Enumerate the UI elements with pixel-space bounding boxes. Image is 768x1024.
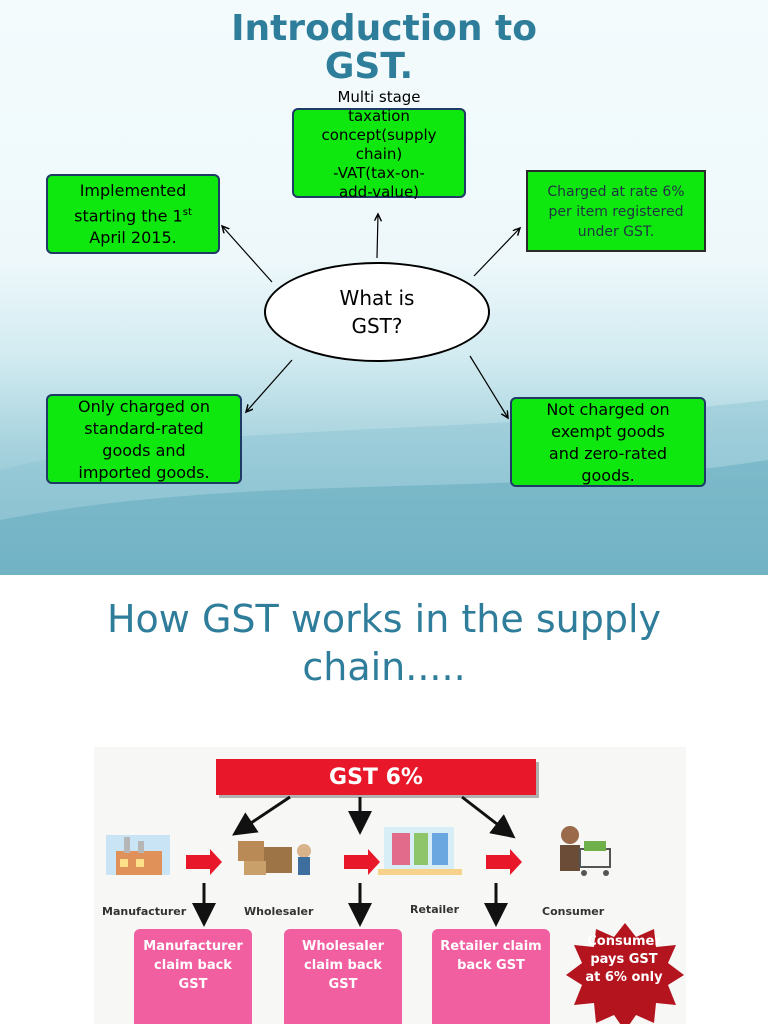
box-multistage <box>292 108 466 198</box>
arrow-to-left <box>222 226 273 283</box>
gst-arrow-right <box>461 795 516 839</box>
multistage-line4: chain) <box>355 145 403 163</box>
consumer-pays-text: Consumer pays GST at 6% only <box>585 934 663 985</box>
flow-arrow-1 <box>186 849 222 875</box>
boxes-icon <box>238 841 311 875</box>
consumer-pays-burst <box>566 923 684 1024</box>
box-implemented: Implemented starting the 1st April 2015. <box>46 174 220 254</box>
rate-line3: under GST. <box>577 224 655 240</box>
intro-title-line2: GST. <box>324 46 414 87</box>
arrow-to-bottom-right <box>469 355 508 418</box>
center-line2: GST? <box>351 314 403 338</box>
box-standard-rated: Only charged on standard-rated goods and… <box>46 394 242 484</box>
box-exempt: Not charged on exempt goods and zero-rat… <box>510 397 706 487</box>
multistage-line2: taxation <box>348 107 410 125</box>
center-line1: What is <box>339 286 415 310</box>
role-retailer: Retailer <box>410 903 460 916</box>
implemented-line3: April 2015. <box>89 228 177 248</box>
role-wholesaler: Wholesaler <box>244 905 314 918</box>
center-question: What is GST? <box>264 262 490 362</box>
chain-graphics <box>106 795 611 927</box>
standard-line2: standard-rated <box>84 419 204 438</box>
supply-title-line2: chain..... <box>302 645 466 689</box>
gst-arrow-left <box>232 795 291 836</box>
store-icon <box>378 827 462 875</box>
exempt-line3: and zero-rated <box>548 444 668 463</box>
arrow-to-right <box>473 228 520 277</box>
flow-arrow-3 <box>486 849 522 875</box>
standard-line3: goods and <box>102 441 186 460</box>
exempt-line4: goods. <box>581 466 635 485</box>
rate-line1: Charged at rate 6% <box>547 184 685 200</box>
rate-line2: per item registered <box>548 204 684 220</box>
consumer-cart-icon <box>560 826 611 876</box>
slide-intro: Introduction to GST. Multi stage taxatio… <box>0 0 768 575</box>
arrow-to-bottom-left <box>246 359 293 412</box>
multistage-line1: Multi stage <box>337 88 421 106</box>
multistage-line5: -VAT(tax-on- <box>333 164 425 182</box>
claim-manufacturer: Manufacturer claim back GST <box>134 929 252 1024</box>
claim-retailer: Retailer claim back GST <box>432 929 550 1024</box>
claim-wholesaler: Wholesaler claim back GST <box>284 929 402 1024</box>
supply-chain-diagram: GST 6% <box>94 747 686 1024</box>
implemented-line2: starting the 1st <box>74 206 192 226</box>
role-manufacturer: Manufacturer <box>102 905 187 918</box>
factory-icon <box>106 835 170 875</box>
slide-supply-chain: How GST works in the supply chain..... G… <box>0 575 768 1024</box>
intro-title: Introduction to GST. <box>0 10 768 86</box>
multistage-line3: concept(supply <box>321 126 437 144</box>
standard-line4: imported goods. <box>78 463 210 482</box>
intro-title-line1: Introduction to <box>231 8 537 49</box>
role-consumer: Consumer <box>542 905 605 918</box>
gst-banner: GST 6% <box>216 759 536 795</box>
exempt-line2: exempt goods <box>551 422 665 441</box>
arrow-to-top <box>377 214 378 259</box>
exempt-line1: Not charged on <box>546 400 670 419</box>
implemented-line1: Implemented <box>79 181 187 200</box>
multistage-line6: add-value) <box>338 183 420 201</box>
ordinal-suffix: st <box>182 207 192 218</box>
box-multistage-text: Multi stage taxation concept(supply chai… <box>292 88 466 202</box>
box-charged-rate: Charged at rate 6% per item registered u… <box>526 170 706 252</box>
flow-arrow-2 <box>344 849 380 875</box>
standard-line1: Only charged on <box>78 397 210 416</box>
supply-chain-title: How GST works in the supply chain..... <box>0 595 768 691</box>
supply-title-line1: How GST works in the supply <box>106 597 661 641</box>
connector-arrows <box>0 0 768 575</box>
